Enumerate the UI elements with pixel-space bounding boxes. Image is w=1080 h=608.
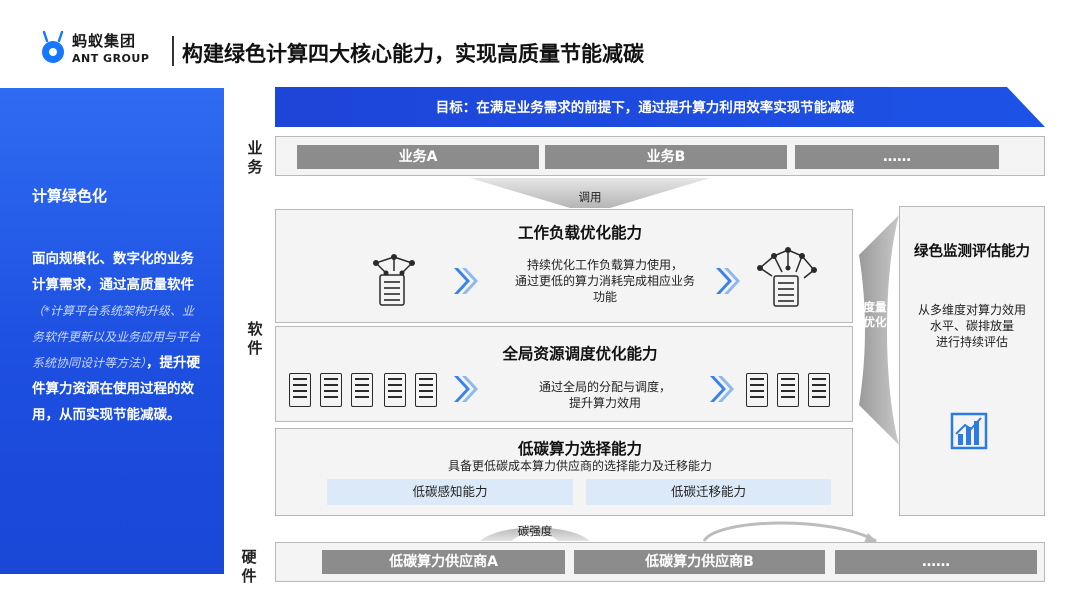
network-server-icon: [373, 254, 415, 306]
left-panel-heading: 计算绿色化: [32, 187, 108, 205]
chevron-right-icon: [716, 268, 740, 294]
workload-frame: [275, 209, 853, 323]
lowcarbon-description: 具备更低碳成本算力供应商的选择能力及迁移能力: [447, 459, 712, 473]
metric-feedback-arrow-icon: [859, 215, 899, 445]
hardware-supplier-b: 低碳算力供应商B: [574, 550, 825, 574]
logo-english-name: ANT GROUP: [72, 52, 150, 65]
layer-label-business: 业务: [247, 139, 263, 176]
lowcarbon-awareness-pill: 低碳感知能力: [327, 479, 573, 505]
layer-label-software: 软件: [247, 320, 263, 357]
title-divider: [172, 36, 174, 66]
logo-chinese-name: 蚂蚁集团: [72, 32, 137, 50]
left-body-italic-note: （*计算平台系统架构升级、业务软件更新以及业务应用与平台系统协同设计等方法）: [32, 304, 201, 370]
carbon-intensity-label: 碳强度: [517, 524, 553, 538]
left-body-text-1: 面向规模化、数字化的业务计算需求，通过高质量软件: [32, 251, 194, 293]
carbon-intensity-arrow-icon: [480, 521, 878, 543]
lowcarbon-title: 低碳算力选择能力: [517, 440, 642, 458]
monitor-frame: [899, 206, 1045, 516]
lowcarbon-migration-pill: 低碳迁移能力: [586, 479, 831, 505]
expanded-network-server-icon: [757, 247, 817, 307]
goal-text: 目标：在满足业务需求的前提下，通过提升算力利用效率实现节能减碳: [435, 100, 855, 116]
server-icon: [320, 373, 342, 407]
workload-desc-line-2: 通过更低的算力消耗完成相应业务: [514, 274, 695, 288]
workload-description: 持续优化工作负载算力使用， 通过更低的算力消耗完成相应业务 功能: [490, 257, 720, 305]
scheduling-desc-line-1: 通过全局的分配与调度，: [538, 380, 671, 394]
left-body-text-2: ，提升硬件算力资源在使用过程的效用，从而实现节能减碳。: [32, 355, 201, 423]
server-icon: [351, 373, 373, 407]
call-arrow-icon: [470, 178, 710, 208]
goal-banner: [275, 87, 1045, 127]
chevron-right-icon: [454, 376, 478, 402]
page-title: 构建绿色计算四大核心能力，实现高质量节能减碳: [182, 42, 644, 66]
chevron-right-icon: [710, 376, 734, 402]
server-icon: [746, 373, 768, 407]
monitor-desc-line-3: 进行持续评估: [935, 335, 1008, 349]
monitor-description: 从多维度对算力效用 水平、碳排放量 进行持续评估: [905, 302, 1039, 350]
chevron-right-icon: [454, 268, 478, 294]
server-icon: [777, 373, 799, 407]
hardware-supplier-a: 低碳算力供应商A: [322, 550, 565, 574]
business-item-b: 业务B: [545, 145, 787, 169]
call-label: 调用: [578, 190, 602, 204]
scheduling-description: 通过全局的分配与调度， 提升算力效用: [500, 379, 710, 411]
workload-title: 工作负载优化能力: [517, 224, 642, 242]
server-icon: [384, 373, 406, 407]
ant-group-logo-icon: [42, 30, 64, 63]
monitor-desc-line-1: 从多维度对算力效用: [917, 303, 1026, 317]
hardware-supplier-more: ……: [835, 550, 1037, 574]
bar-chart-icon: [950, 412, 988, 450]
scheduling-title: 全局资源调度优化能力: [502, 345, 658, 363]
layer-label-hardware: 硬件: [241, 548, 257, 585]
monitor-desc-line-2: 水平、碳排放量: [929, 319, 1014, 333]
metric-label: 度量优化: [863, 300, 887, 329]
monitor-title: 绿色监测评估能力: [914, 244, 1030, 260]
left-panel-body: 面向规模化、数字化的业务计算需求，通过高质量软件 （*计算平台系统架构升级、业务软…: [32, 246, 202, 428]
server-icon: [289, 373, 311, 407]
workload-desc-line-1: 持续优化工作负载算力使用，: [526, 258, 683, 272]
server-icon: [415, 373, 437, 407]
server-icon: [808, 373, 830, 407]
scheduling-desc-line-2: 提升算力效用: [568, 396, 641, 410]
business-item-a: 业务A: [297, 145, 539, 169]
business-item-more: ……: [795, 145, 999, 169]
workload-desc-line-3: 功能: [592, 290, 617, 304]
left-panel: [0, 88, 224, 574]
